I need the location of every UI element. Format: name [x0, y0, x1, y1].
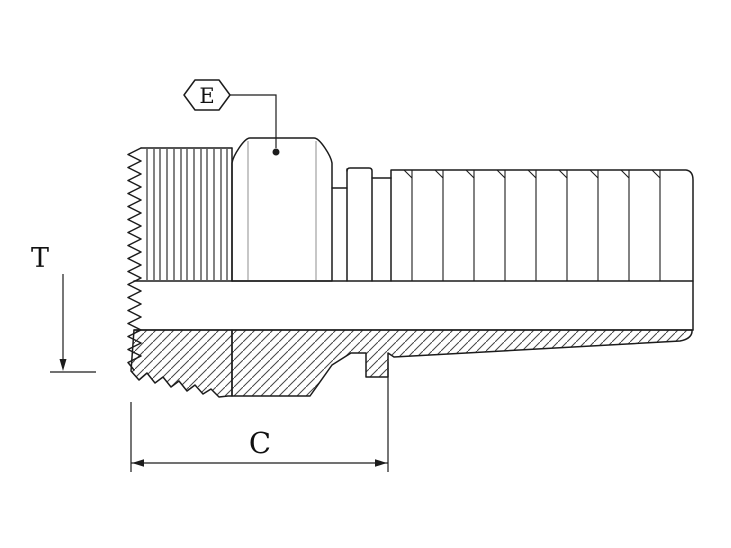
- barb-notch: [403, 169, 413, 179]
- dimension-c-arrow-left: [132, 459, 144, 467]
- dimension-c-label: C: [249, 426, 271, 460]
- dimension-t: T: [31, 243, 96, 373]
- barb-notch: [527, 169, 537, 179]
- dimension-t-arrow-down: [59, 359, 67, 371]
- barb-notch: [589, 169, 599, 179]
- thread-crest-edge: [127, 147, 142, 371]
- hex-nut-face: [231, 137, 333, 282]
- barb-notch: [651, 169, 661, 179]
- collar-section: [331, 167, 392, 282]
- dimension-t-label: T: [31, 243, 49, 274]
- callout-e-label: E: [199, 84, 214, 108]
- body-section-cut: [231, 329, 693, 397]
- collar-top-edge: [346, 167, 392, 179]
- barb-notch: [558, 169, 568, 179]
- callout-e-leader-line: [230, 94, 277, 148]
- hex-nut: [231, 137, 333, 282]
- barb-notch: [496, 169, 506, 179]
- dimension-c: C: [130, 362, 389, 472]
- barb-notch: [620, 169, 630, 179]
- callout-e: E: [183, 79, 280, 156]
- section-hatching: [130, 329, 693, 398]
- hose-barb-section: [390, 169, 694, 331]
- thread-section-cut: [130, 329, 233, 398]
- barb-notch: [434, 169, 444, 179]
- barb-notch: [465, 169, 475, 179]
- callout-e-leader-dot: [272, 148, 280, 156]
- bore: [133, 280, 694, 331]
- thread-lines: [146, 149, 228, 280]
- barb-serrations: [403, 169, 661, 281]
- barb-top-edge-and-tail: [390, 169, 694, 331]
- dimension-c-arrow-right: [375, 459, 387, 467]
